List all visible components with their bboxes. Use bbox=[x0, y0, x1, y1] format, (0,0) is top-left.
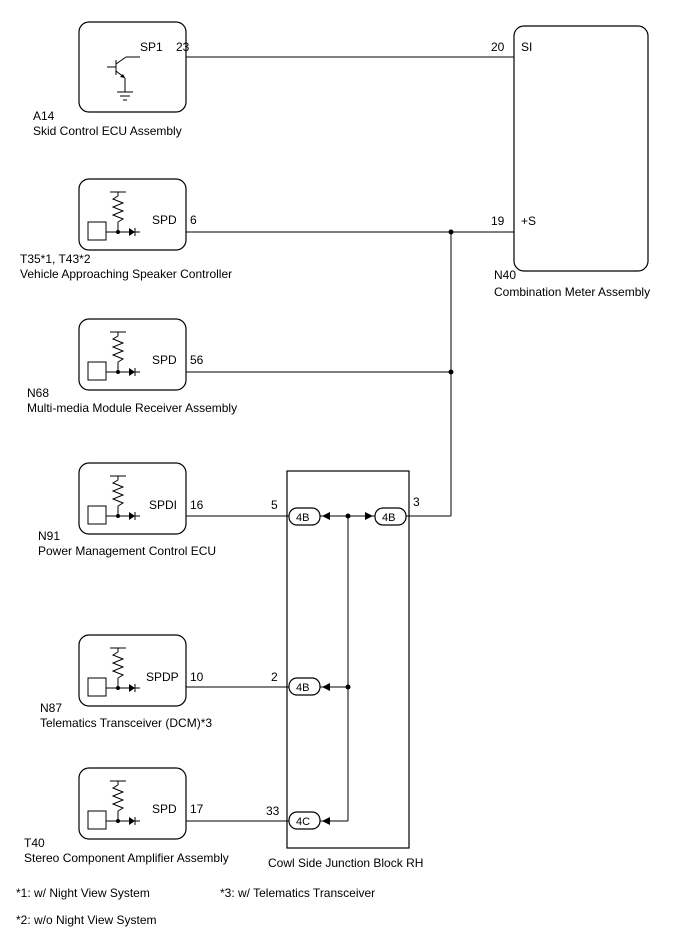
connector-4c-pin33: 4C 33 bbox=[266, 804, 321, 830]
meter-si-pin: 20 bbox=[491, 40, 505, 54]
wiring bbox=[186, 229, 514, 822]
combination-meter: 20 SI 19 +S N40 Combination Meter Assemb… bbox=[491, 25, 650, 299]
footnote-3: *3: w/ Telematics Transceiver bbox=[220, 886, 375, 900]
pullup-diode-icon bbox=[87, 647, 140, 697]
meter-name: Combination Meter Assembly bbox=[494, 285, 650, 299]
meter-s-label: +S bbox=[521, 214, 536, 228]
power-mgmt-signal: SPDI bbox=[149, 498, 177, 512]
pullup-diode-icon bbox=[87, 331, 140, 381]
connector-4b-pin2: 4B 2 bbox=[271, 670, 321, 696]
stereo-name: Stereo Component Amplifier Assembly bbox=[24, 851, 229, 865]
multimedia-receiver: SPD 56 N68 Multi-media Module Receiver A… bbox=[27, 318, 237, 415]
speaker-controller: SPD 6 T35*1, T43*2 Vehicle Approaching S… bbox=[20, 178, 232, 281]
skid-ecu-name: Skid Control ECU Assembly bbox=[33, 124, 182, 138]
power-management-ecu: SPDI 16 N91 Power Management Control ECU bbox=[38, 462, 216, 558]
telematics-code: N87 bbox=[40, 701, 62, 715]
transistor-icon bbox=[107, 56, 140, 92]
speaker-signal: SPD bbox=[152, 213, 177, 227]
stereo-signal: SPD bbox=[152, 802, 177, 816]
meter-code: N40 bbox=[494, 268, 516, 282]
junction-block-name: Cowl Side Junction Block RH bbox=[268, 856, 423, 870]
speaker-pin: 6 bbox=[190, 213, 197, 227]
svg-text:33: 33 bbox=[266, 804, 280, 818]
pullup-diode-icon bbox=[87, 475, 140, 525]
svg-text:3: 3 bbox=[413, 495, 420, 509]
pullup-diode-icon bbox=[87, 191, 140, 241]
power-mgmt-code: N91 bbox=[38, 529, 60, 543]
skid-ecu-pin: 23 bbox=[176, 40, 190, 54]
svg-text:4C: 4C bbox=[296, 816, 310, 828]
receiver-signal: SPD bbox=[152, 353, 177, 367]
svg-text:4B: 4B bbox=[382, 512, 395, 524]
skid-ecu-code: A14 bbox=[33, 109, 55, 123]
ground-icon bbox=[117, 91, 133, 101]
receiver-name: Multi-media Module Receiver Assembly bbox=[27, 401, 237, 415]
connector-4b-pin3: 4B 3 bbox=[374, 495, 420, 526]
telematics-signal: SPDP bbox=[146, 670, 179, 684]
receiver-pin: 56 bbox=[190, 353, 204, 367]
stereo-code: T40 bbox=[24, 836, 45, 850]
telematics-transceiver: SPDP 10 N87 Telematics Transceiver (DCM)… bbox=[40, 634, 212, 730]
stereo-pin: 17 bbox=[190, 802, 204, 816]
telematics-pin: 10 bbox=[190, 670, 204, 684]
power-mgmt-pin: 16 bbox=[190, 498, 204, 512]
footnote-1: *1: w/ Night View System bbox=[16, 886, 150, 900]
stereo-amplifier: SPD 17 T40 Stereo Component Amplifier As… bbox=[24, 767, 229, 865]
receiver-code: N68 bbox=[27, 386, 49, 400]
skid-ecu-signal: SP1 bbox=[140, 40, 163, 54]
speaker-code: T35*1, T43*2 bbox=[20, 252, 91, 266]
svg-text:4B: 4B bbox=[296, 512, 309, 524]
skid-control-ecu: SP1 23 A14 Skid Control ECU Assembly bbox=[33, 21, 190, 138]
footnotes: *1: w/ Night View System *3: w/ Telemati… bbox=[16, 886, 375, 927]
speaker-name: Vehicle Approaching Speaker Controller bbox=[20, 267, 232, 281]
footnote-2: *2: w/o Night View System bbox=[16, 913, 157, 927]
meter-s-pin: 19 bbox=[491, 214, 505, 228]
svg-text:4B: 4B bbox=[296, 682, 309, 694]
meter-si-label: SI bbox=[521, 40, 532, 54]
power-mgmt-name: Power Management Control ECU bbox=[38, 544, 216, 558]
telematics-name: Telematics Transceiver (DCM)*3 bbox=[40, 716, 212, 730]
svg-text:5: 5 bbox=[271, 498, 278, 512]
junction-block: Cowl Side Junction Block RH 4B 5 4B 3 4B… bbox=[266, 470, 423, 870]
svg-text:2: 2 bbox=[271, 670, 278, 684]
pullup-diode-icon bbox=[87, 780, 140, 830]
